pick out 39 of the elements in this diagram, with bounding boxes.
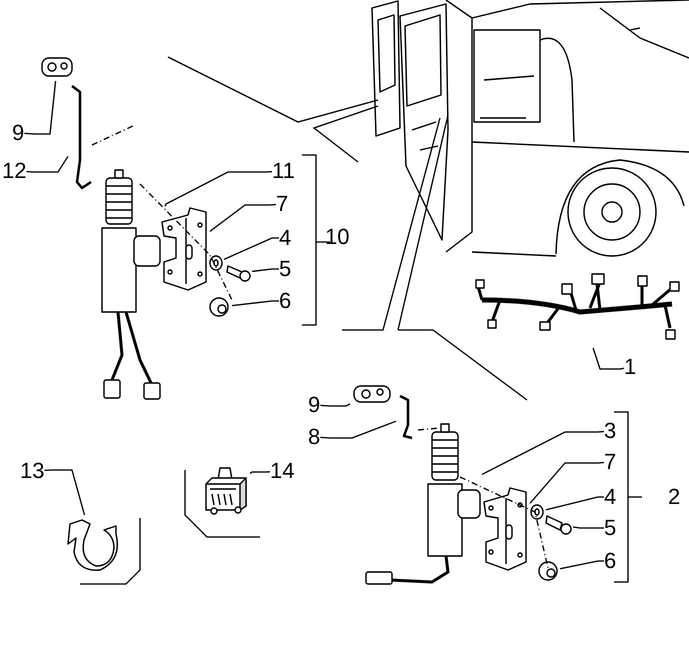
callout-number: 9 <box>308 394 320 416</box>
leader-line <box>546 496 604 510</box>
callout-number: 14 <box>270 460 294 482</box>
callout-number: 12 <box>2 160 26 182</box>
callout-number: 9 <box>12 122 24 144</box>
callout-number: 4 <box>279 227 292 249</box>
leader-line <box>164 171 272 207</box>
callout-number: 7 <box>276 193 288 215</box>
callout-number: 1 <box>624 356 636 378</box>
leader-line <box>320 403 350 407</box>
callout-number: 3 <box>604 420 616 442</box>
callout-number: 7 <box>604 451 616 473</box>
callout-number: 5 <box>604 517 616 539</box>
assembly-number: 2 <box>668 486 680 508</box>
leader-line <box>250 471 270 474</box>
washer-drawing <box>528 503 546 521</box>
leader-line <box>592 348 624 370</box>
leader-line <box>232 300 279 306</box>
callout-number: 13 <box>20 460 44 482</box>
callout-number: 6 <box>279 290 292 312</box>
callout-number: 11 <box>272 160 295 182</box>
leader-line <box>320 420 396 439</box>
leader-line <box>482 430 604 475</box>
assembly-number: 10 <box>325 226 350 248</box>
leader-line <box>224 237 279 260</box>
washer-drawing <box>208 254 224 272</box>
leader-line <box>26 156 69 173</box>
leader-line <box>572 526 604 529</box>
leader-line <box>530 462 604 504</box>
callout-number: 8 <box>308 426 320 448</box>
callout-number: 6 <box>604 550 616 572</box>
leader-line <box>24 80 56 135</box>
leader-line <box>210 204 276 232</box>
leader-line <box>44 469 86 516</box>
leader-line <box>252 268 279 272</box>
callout-number: 4 <box>604 486 616 508</box>
callout-number: 5 <box>279 258 292 280</box>
leader-line <box>560 560 604 570</box>
nut-drawing <box>538 560 560 582</box>
